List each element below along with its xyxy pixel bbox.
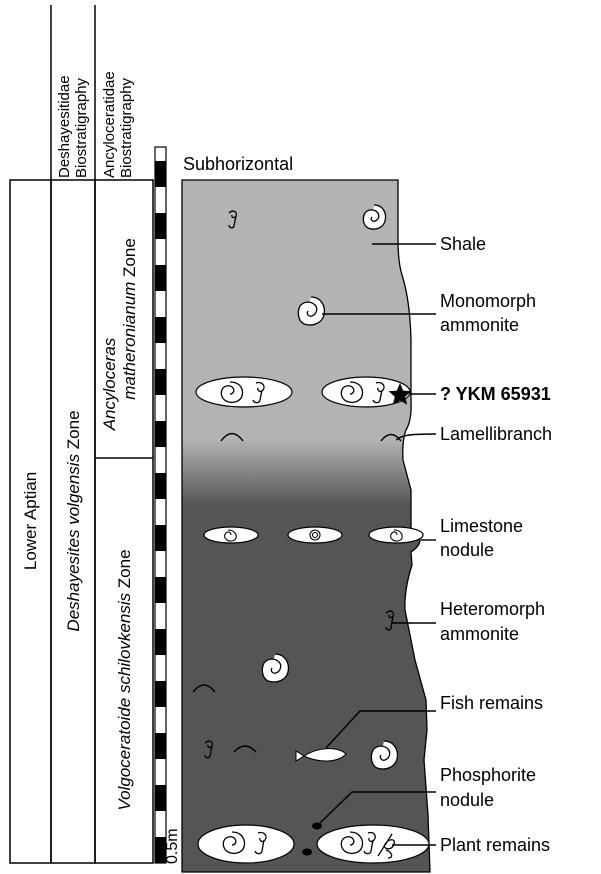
stratigraphy-columns: Deshayesitidae Biostratigraphy Ancylocer… <box>10 5 153 863</box>
nodule-bottom-left <box>198 825 294 863</box>
scale-bar-segment <box>155 785 166 811</box>
deshayesitidae-zone-suffix: Zone <box>64 410 83 453</box>
section-column: Subhorizontal <box>182 154 430 872</box>
scale-bar-segment <box>155 317 166 343</box>
limestone-nodule-2 <box>288 527 342 543</box>
scale-bar-segment <box>155 577 166 603</box>
lower-zone-suffix: Zone <box>115 549 134 592</box>
lower-zone-genus: Volgoceratoide schilovkensis <box>115 592 134 810</box>
upper-zone-suffix: Zone <box>120 238 139 281</box>
scale-bar-segment <box>155 161 166 187</box>
scale-bar-segment <box>155 213 166 239</box>
label-heteromorph-line2: ammonite <box>440 624 519 644</box>
label-specimen: ? YKM 65931 <box>440 384 551 404</box>
lower-zone-label: Volgoceratoide schilovkensis Zone <box>115 549 134 810</box>
label-phosphorite-line1: Phosphorite <box>440 765 536 785</box>
upper-zone-name: matheronianum Zone <box>120 238 139 400</box>
label-phosphorite-line2: nodule <box>440 790 494 810</box>
label-monomorph-line1: Monomorph <box>440 291 536 311</box>
upper-zone-species: matheronianum <box>120 282 139 400</box>
deshayesitidae-zone-label: Deshayesites volgensis Zone <box>64 410 83 631</box>
ancyloceratidae-header-line2: Biostratigraphy <box>118 77 135 178</box>
deshayesitidae-header-line1: Deshayesitidae <box>56 75 73 178</box>
deshayesitidae-header-line2: Biostratigraphy <box>73 77 90 178</box>
shale-body <box>182 180 430 872</box>
scale-bar-segment <box>155 629 166 655</box>
scale-bar-segment <box>155 265 166 291</box>
ancyloceratidae-header-line1: Ancyloceratidae <box>101 71 118 178</box>
scale-bar-segment <box>155 681 166 707</box>
scale-bar: 0.5m <box>155 147 181 864</box>
label-plant: Plant remains <box>440 835 550 855</box>
deshayesitidae-zone-genus: Deshayesites volgensis <box>64 453 83 631</box>
label-lamellibranch: Lamellibranch <box>440 424 552 444</box>
label-limestone-line1: Limestone <box>440 516 523 536</box>
scale-bar-segment <box>155 525 166 551</box>
nodule-bottom-right <box>317 825 429 863</box>
scale-bar-segment <box>155 369 166 395</box>
phosphorite-nodule-icon <box>302 849 312 856</box>
scale-bar-label: 0.5m <box>164 828 181 864</box>
scale-bar-segment <box>155 733 166 759</box>
section-title: Subhorizontal <box>183 154 293 174</box>
nodule-upper-left <box>196 377 292 407</box>
label-heteromorph-line1: Heteromorph <box>440 599 545 619</box>
legend-labels: Shale Monomorph ammonite ? YKM 65931 Lam… <box>440 234 552 855</box>
scale-bar-segment <box>155 473 166 499</box>
label-shale: Shale <box>440 234 486 254</box>
scale-bar-segment <box>155 421 166 447</box>
phosphorite-nodule-icon <box>312 823 322 830</box>
label-fish: Fish remains <box>440 693 543 713</box>
upper-zone-genus: Ancyloceras <box>100 337 119 431</box>
label-limestone-line2: nodule <box>440 540 494 560</box>
stage-label: Lower Aptian <box>21 472 40 570</box>
label-monomorph-line2: ammonite <box>440 315 519 335</box>
